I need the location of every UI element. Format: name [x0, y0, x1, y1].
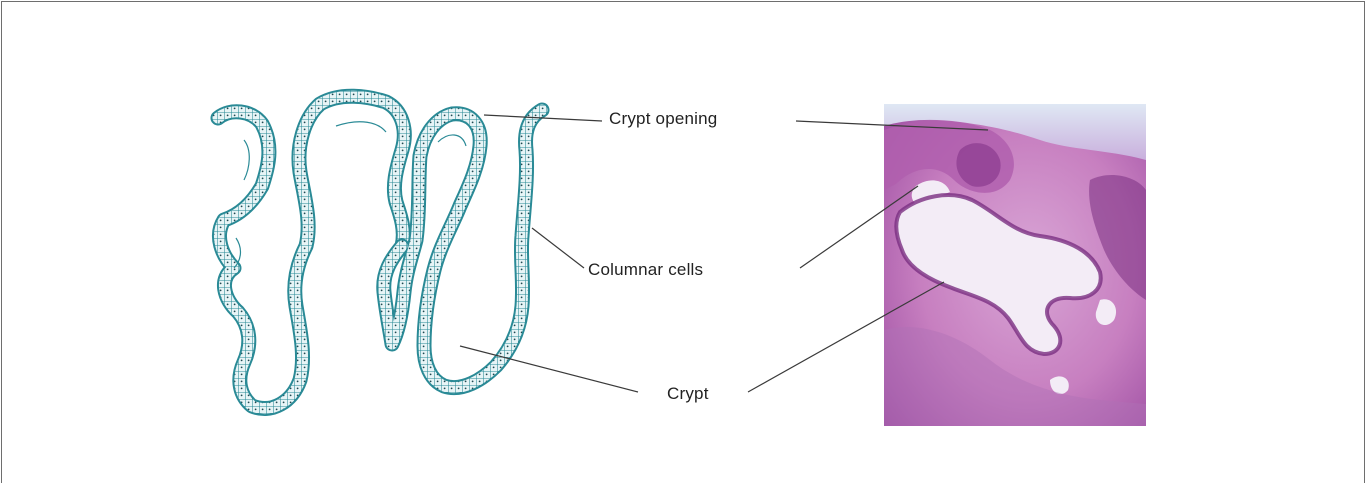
label-columnar-cells: Columnar cells [588, 260, 703, 280]
gland-diagram-icon [218, 96, 542, 408]
label-crypt-opening: Crypt opening [609, 109, 717, 129]
histology-micrograph-icon [884, 104, 1146, 426]
label-crypt: Crypt [667, 384, 709, 404]
leader-columnar-left [532, 228, 584, 268]
